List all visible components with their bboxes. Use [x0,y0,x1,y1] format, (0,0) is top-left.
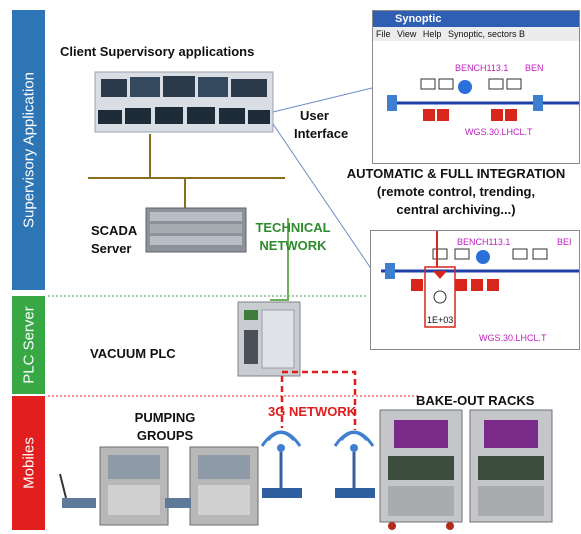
bakeout-rack-2-image [469,409,553,523]
menu-file[interactable]: File [376,29,391,39]
scada-server-image [145,207,247,253]
synoptic-top-diagram [387,78,579,121]
network-3g-label: 3G NETWORK [268,404,357,419]
integration-label-3: central archiving...) [396,202,516,217]
network-3g-links [280,370,357,430]
band-mobiles: Mobiles [12,396,45,530]
menu-synoptic-text: Synoptic, sectors B [447,29,525,39]
band-plc-server: PLC Server [12,296,45,394]
link-ui-top [272,87,373,113]
menu-view[interactable]: View [397,29,417,39]
vacuum-plc-label: VACUUM PLC [90,346,176,361]
technical-network-link [270,218,289,301]
synoptic-window-bottom: BENCH113.1 BEI WGS.30.LHCL.T 1E+03 [370,230,580,350]
bench-label-top-cut: BEN [525,63,544,73]
antenna-2-image [333,430,375,498]
pumping-groups-label-1: PUMPING [134,410,196,425]
antenna-1-image [260,430,302,498]
vacuum-plc-image [237,301,301,377]
pumping-group-1-image [59,446,169,526]
control-room-image [94,71,274,133]
lan-network [88,134,285,210]
integration-label-1: AUTOMATIC & FULL INTEGRATION [346,166,566,181]
wgs-label-top: WGS.30.LHCL.T [465,127,533,137]
synoptic-titlebar: Synoptic [373,11,579,27]
client-apps-label: Client Supervisory applications [60,44,255,59]
pumping-group-2-image [165,446,259,526]
link-ui-bottom [272,123,373,271]
technical-network-label-2: NETWORK [259,238,327,253]
bench-label-top: BENCH113.1 [455,63,509,73]
integration-label-2: (remote control, trending, [376,184,536,199]
bakeout-rack-1-image [379,409,463,530]
user-interface-label-2: Interface [294,126,349,141]
bench-label-bottom-cut: BEI [557,237,572,247]
gauge-value: 1E+03 [427,315,454,325]
scada-label-2: Server [91,241,132,256]
synoptic-menubar: File View Help Synoptic, sectors B [373,27,579,41]
menu-help[interactable]: Help [422,29,442,39]
synoptic-title: Synoptic [395,13,442,25]
band-supervisory-application: Supervisory Application [12,10,45,290]
technical-network-label-1: TECHNICAL [255,220,331,235]
user-interface-label-1: User [300,108,329,123]
wgs-label-bottom: WGS.30.LHCL.T [479,333,547,343]
bench-label-bottom: BENCH113.1 [457,237,511,247]
bakeout-racks-label: BAKE-OUT RACKS [416,393,535,408]
scada-label-1: SCADA [91,223,138,238]
synoptic-window-top: Synoptic File View Help Synoptic, sector… [372,10,580,164]
synoptic-bottom-diagram [381,231,579,328]
pumping-groups-label-2: GROUPS [136,428,194,443]
